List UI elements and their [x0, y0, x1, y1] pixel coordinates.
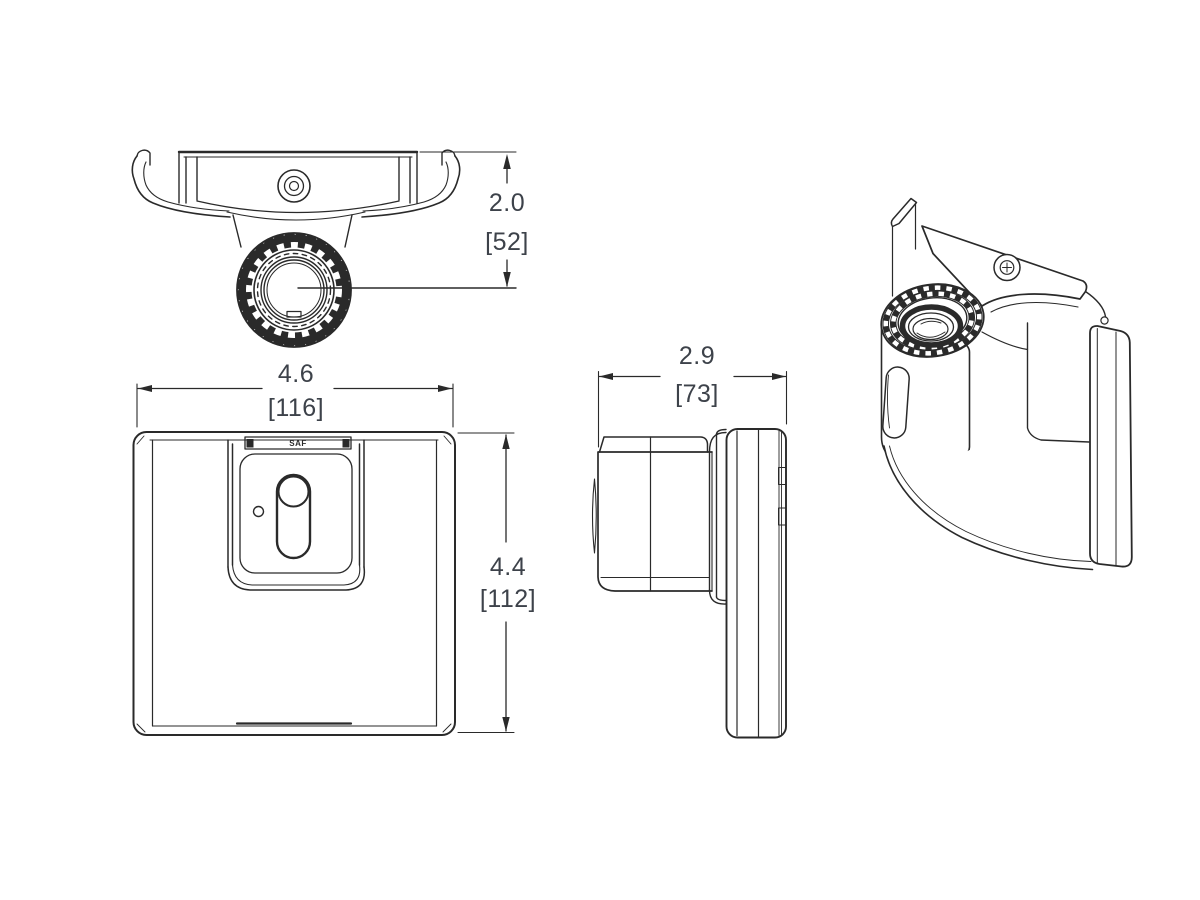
left-wing: [131, 149, 231, 218]
side-view: 2.9 [73]: [591, 342, 788, 739]
knob-bore-iso: [899, 304, 964, 348]
screw-top: [277, 169, 311, 203]
rear-tab-iso: [890, 197, 918, 297]
insert-inner-plate: [239, 453, 353, 574]
hook-curl-iso: [1100, 316, 1109, 325]
logo-strip: [244, 436, 352, 450]
dim-depth-mm: [73]: [675, 380, 719, 408]
plate-logo-text: SAF: [289, 439, 307, 448]
dim-body-width-mm: [116]: [268, 394, 324, 422]
dimension-depth: 2.9 [73]: [597, 342, 788, 448]
right-wing: [361, 149, 461, 218]
dim-depth-inches: 2.9: [679, 342, 715, 370]
dim-mount-height-mm: [52]: [485, 228, 529, 256]
dim-mount-height-inches: 2.0: [489, 189, 525, 217]
mount-plate-top: [177, 150, 419, 221]
cylinder-slot-iso: [882, 366, 910, 439]
front-view: SAF 4.6 [116] 4.4 [112]: [132, 360, 536, 736]
dim-body-height-mm: [112]: [480, 585, 536, 613]
top-view: 2.0 [52]: [131, 149, 529, 348]
knob-notch: [286, 310, 302, 318]
wall-slab-side: [725, 428, 787, 739]
connecting-arm-iso: [981, 322, 1090, 443]
wall-slab-iso: [1089, 325, 1133, 568]
slab-notch: [778, 467, 787, 485]
pilot-hole: [252, 505, 265, 518]
knob-neck: [232, 214, 353, 248]
housing-side: [591, 436, 713, 592]
knurled-knob-top: [236, 232, 352, 348]
channel-hook-side: [708, 428, 727, 605]
dimension-body-height: 4.4 [112]: [457, 432, 536, 734]
slab-notch: [778, 507, 787, 526]
insert-plate: SAF: [227, 436, 366, 591]
dim-body-width-inches: 4.6: [278, 360, 314, 388]
dimension-mount-height: 2.0 [52]: [297, 151, 529, 289]
slot-edge-profile: [591, 478, 597, 554]
dimension-body-width: 4.6 [116]: [136, 360, 454, 428]
keyhole-slot: [275, 473, 312, 560]
dim-body-height-inches: 4.4: [490, 553, 526, 581]
front-skirt-iso: [883, 440, 1094, 571]
isometric-view: [880, 197, 1133, 571]
body-outline-front: [132, 431, 456, 736]
screw-button-iso: [993, 253, 1021, 282]
